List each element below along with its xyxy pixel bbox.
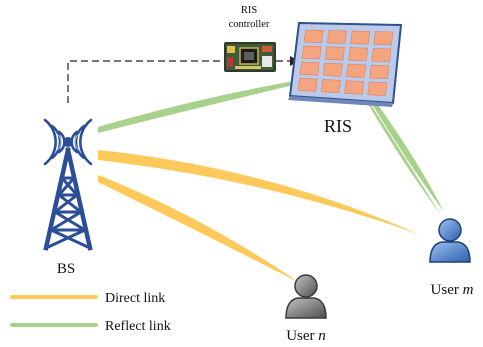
user-m-label: User m: [431, 282, 474, 298]
legend-label-direct-link: Direct link: [105, 291, 165, 306]
ris-controller-label-line2: controller: [229, 19, 270, 30]
ris-cell: [373, 31, 394, 46]
ris-cell: [346, 63, 367, 78]
ris-cell: [371, 48, 392, 63]
ris-controller-board-icon: [224, 42, 276, 72]
ris-cell: [348, 47, 369, 62]
bs-label: BS: [57, 261, 75, 277]
ris-controller-label-line1: RIS: [241, 5, 258, 16]
legend-item-direct-link: Direct link: [10, 291, 165, 306]
ris-cell: [350, 30, 371, 45]
reflect-beam-ris-to-user-m: [350, 72, 441, 215]
ris-cell-grid: [297, 29, 394, 97]
ris-cell: [369, 64, 390, 80]
control-link-dashed: [67, 60, 222, 103]
legend-item-reflect-link: Reflect link: [10, 319, 171, 334]
ris-cell: [367, 81, 388, 97]
ris-cell: [322, 62, 343, 77]
ris-label: RIS: [324, 116, 352, 136]
ris-cell: [301, 45, 322, 60]
direct-beam-bs-to-user-n: [98, 175, 300, 283]
ris-cell: [299, 61, 320, 76]
ris-cell: [297, 77, 318, 92]
ris-cell: [303, 29, 324, 44]
legend: Direct link Reflect link: [10, 291, 171, 334]
legend-label-reflect-link: Reflect link: [105, 319, 171, 334]
user-n-icon: [285, 274, 327, 319]
ris-panel-icon: [288, 21, 403, 107]
ris-cell: [326, 30, 347, 44]
ris-cell: [344, 80, 365, 95]
ris-cell: [324, 46, 345, 61]
user-m-icon: [429, 218, 471, 263]
ris-cell: [320, 79, 341, 94]
direct-beam-bs-to-user-m: [98, 150, 420, 235]
user-n-label: User n: [286, 328, 326, 344]
base-station-tower-icon: [43, 118, 93, 251]
